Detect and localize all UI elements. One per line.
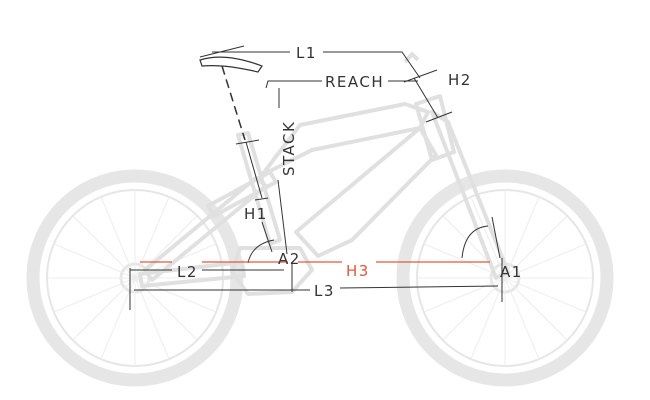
dim-h2: [413, 77, 453, 123]
label-a1: A1: [500, 263, 523, 281]
dim-l3: [129, 258, 503, 310]
label-h2: H2: [448, 71, 472, 89]
dim-a1: [461, 216, 501, 259]
frame-outline: [138, 94, 510, 296]
dim-seat-tube: [235, 139, 273, 253]
dim-stack: [277, 88, 288, 255]
label-h1: H1: [244, 205, 268, 223]
bike-silhouette: [26, 51, 614, 387]
label-a2: A2: [278, 250, 301, 268]
label-h3: H3: [346, 262, 370, 280]
dim-l1: [199, 45, 421, 79]
label-l1: L1: [296, 44, 317, 62]
saddle: [199, 56, 263, 73]
front-wheel: [396, 169, 614, 387]
label-reach: REACH: [325, 73, 384, 91]
seatpost-extension: [221, 65, 246, 141]
dim-l2: [130, 262, 293, 292]
dimension-labels: L1 REACH H2 STACK H1 A2 L2 H3 A1 L3: [177, 44, 523, 300]
label-l2: L2: [177, 263, 198, 281]
handlebar: [403, 51, 420, 64]
label-l3: L3: [314, 282, 335, 300]
label-stack: STACK: [280, 121, 298, 176]
dimension-lines: [129, 45, 503, 310]
arc-a2: [247, 239, 275, 264]
dim-reach: [265, 69, 438, 89]
